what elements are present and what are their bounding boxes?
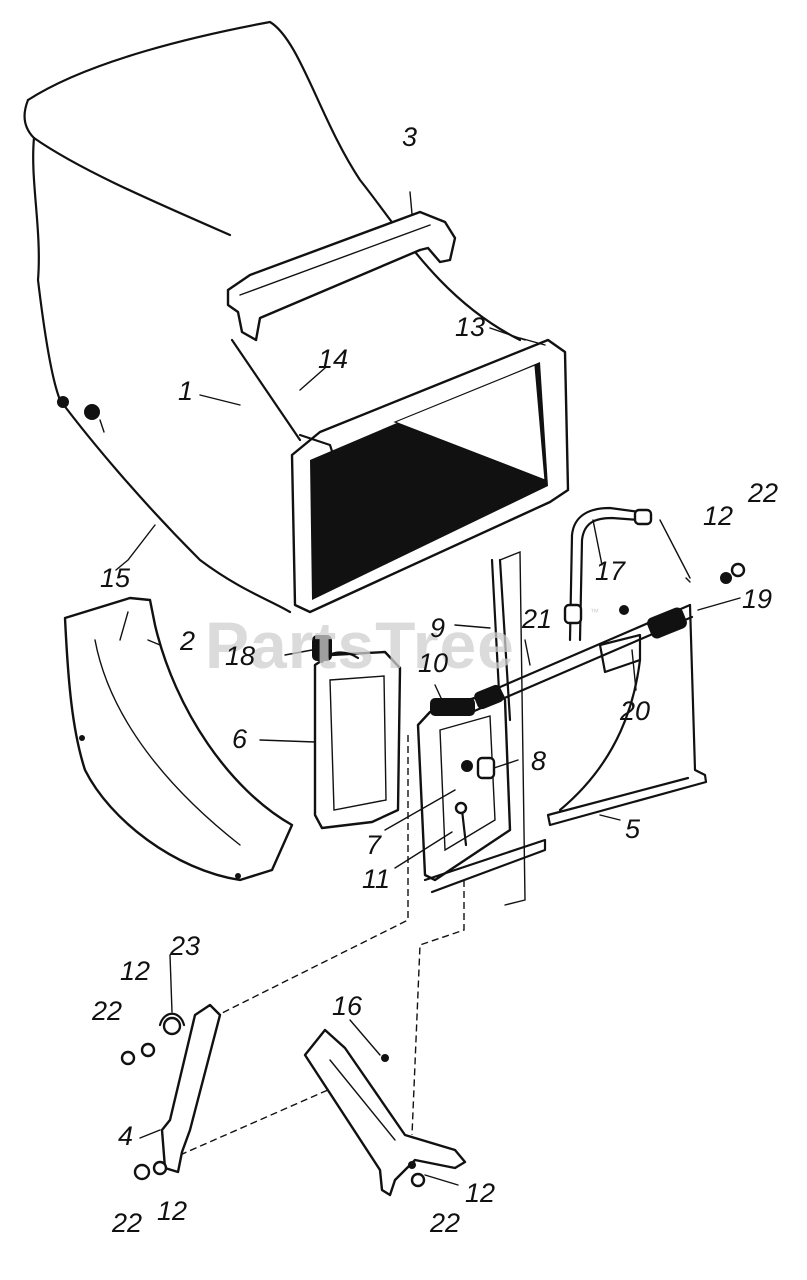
bracket-illustration — [120, 1003, 222, 1181]
callout-22-right: 22 — [747, 478, 778, 508]
callout-12-left: 12 — [120, 956, 150, 986]
callout-11: 11 — [362, 864, 390, 894]
callout-16: 16 — [332, 991, 363, 1021]
leader-lines — [139, 327, 741, 1186]
lever-bracket-illustration — [303, 1028, 467, 1197]
callout-7: 7 — [366, 830, 382, 860]
callout-14: 14 — [318, 344, 348, 374]
top-handle-illustration — [226, 191, 457, 342]
callout-22-bottom-left: 22 — [111, 1208, 142, 1238]
back-plate-illustration — [416, 688, 547, 894]
callout-21: 21 — [521, 604, 552, 634]
callout-9: 9 — [430, 613, 445, 643]
callout-1: 1 — [178, 376, 193, 406]
side-panel-illustration — [63, 596, 294, 882]
callout-20: 20 — [619, 696, 650, 726]
callout-6: 6 — [232, 724, 248, 754]
fastener-illustration — [659, 519, 746, 584]
callout-12-bottom-left: 12 — [157, 1196, 187, 1226]
callout-22-bottom-right: 22 — [429, 1208, 460, 1238]
callout-18: 18 — [225, 641, 255, 671]
callout-12-right: 12 — [703, 501, 733, 531]
callout-5: 5 — [625, 814, 641, 844]
callout-labels: 1 2 3 4 5 6 7 8 9 10 11 12 12 12 12 13 1… — [91, 122, 778, 1238]
door-plate-illustration — [313, 650, 402, 830]
grass-bag-illustration — [23, 20, 522, 614]
callout-13: 13 — [455, 312, 485, 342]
callout-12-bottom-right: 12 — [465, 1178, 495, 1208]
pivot-rod-illustration — [490, 550, 526, 906]
rod-illustration — [563, 506, 653, 642]
watermark-trademark: ™ — [590, 607, 599, 617]
bag-frame-illustration — [230, 337, 570, 614]
side-frame-illustration — [546, 603, 708, 827]
watermark-text: PartsTree — [205, 608, 515, 682]
callout-17: 17 — [595, 556, 626, 586]
callout-22-left: 22 — [91, 996, 122, 1026]
callout-3: 3 — [402, 122, 417, 152]
callout-2: 2 — [179, 626, 195, 656]
spring-illustration — [312, 635, 332, 661]
callout-8: 8 — [531, 746, 546, 776]
callout-15: 15 — [100, 563, 131, 593]
shaft-illustration — [468, 603, 694, 714]
callout-10: 10 — [418, 648, 448, 678]
callout-23: 23 — [169, 931, 200, 961]
callout-4: 4 — [118, 1121, 133, 1151]
callout-19: 19 — [742, 584, 772, 614]
